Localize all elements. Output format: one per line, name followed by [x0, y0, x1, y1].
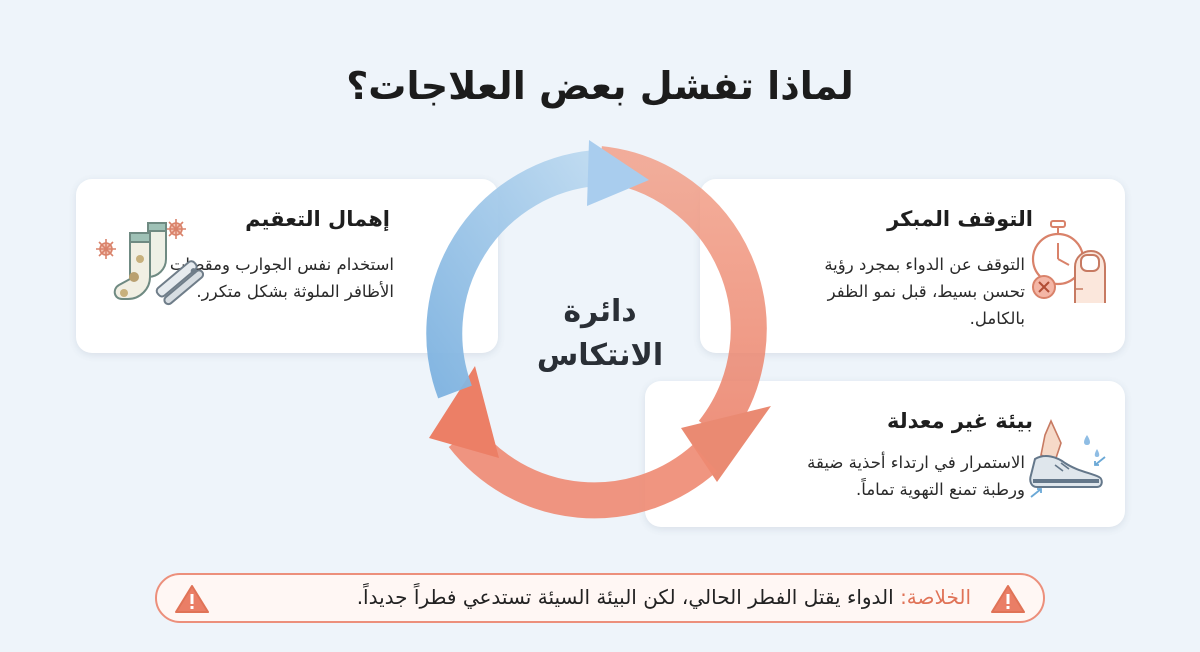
- card-title: التوقف المبكر: [887, 207, 1033, 231]
- warning-icon: [991, 585, 1025, 613]
- summary-body: الدواء يقتل الفطر الحالي، لكن البيئة الس…: [356, 585, 901, 609]
- cycle-label: دائرة الانتكاس: [470, 290, 730, 378]
- page-title: لماذا تفشل بعض العلاجات؟: [346, 64, 854, 108]
- card-early-stop: التوقف المبكر التوقف عن الدواء بمجرد رؤي…: [700, 179, 1125, 353]
- card-text: التوقف عن الدواء بمجرد رؤية تحسن بسيط، ق…: [824, 255, 1025, 328]
- stopwatch-toe-icon: [1031, 219, 1109, 315]
- socks-and-nail-clipper-icon: [94, 215, 205, 315]
- card-text: الاستمرار في ارتداء أحذية ضيقة ورطبة تمن…: [807, 453, 1025, 499]
- summary-text: الخلاصة: الدواء يقتل الفطر الحالي، لكن ا…: [229, 585, 971, 609]
- relapse-cycle-diagram: [426, 140, 771, 519]
- card-text: استخدام نفس الجوارب ومقصات الأظافر الملو…: [169, 255, 394, 301]
- warning-icon: [175, 585, 209, 613]
- cycle-label-line1: دائرة: [563, 294, 637, 329]
- summary-banner: الخلاصة: الدواء يقتل الفطر الحالي، لكن ا…: [155, 573, 1045, 623]
- card-sterilization-neglect: إهمال التعقيم استخدام نفس الجوارب ومقصات…: [76, 179, 498, 353]
- cycle-label-line2: الانتكاس: [536, 338, 664, 373]
- blue-cycle-arrow: [426, 140, 649, 399]
- red-cycle-arrow: [429, 146, 771, 519]
- summary-label: الخلاصة:: [900, 585, 971, 609]
- sweaty-shoe-icon: [1029, 415, 1109, 499]
- card-title: بيئة غير معدلة: [887, 409, 1033, 433]
- card-title: إهمال التعقيم: [245, 207, 390, 231]
